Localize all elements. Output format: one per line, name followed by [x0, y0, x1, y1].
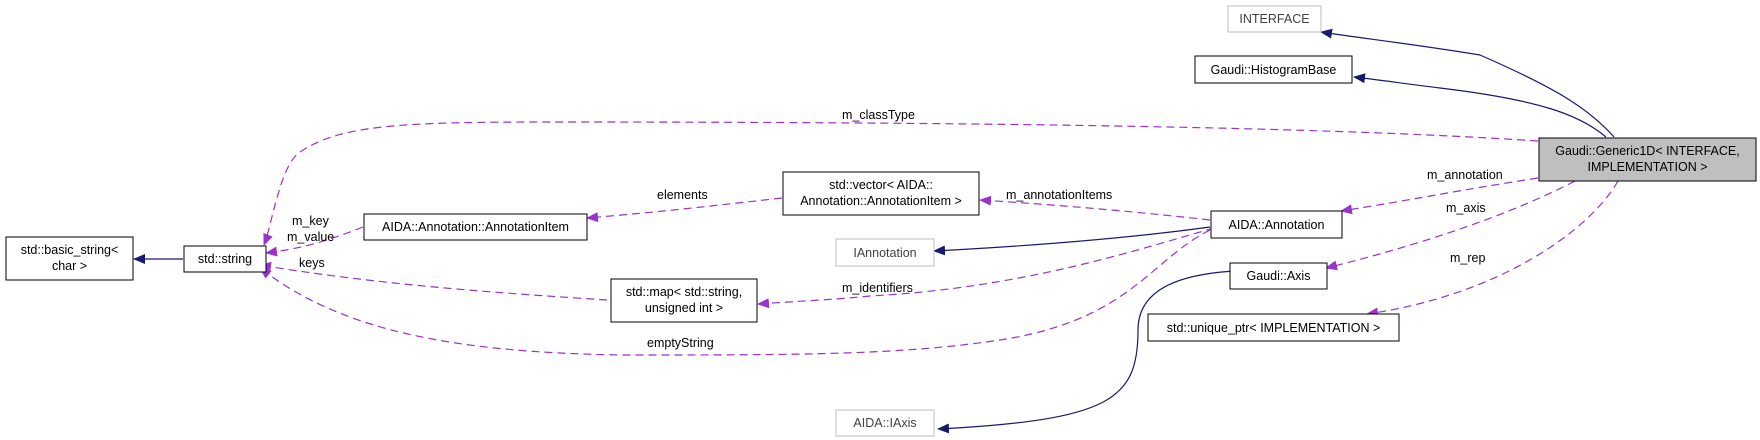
- edge-elements: [586, 197, 783, 223]
- node-histogram-base[interactable]: Gaudi::HistogramBase: [1194, 55, 1353, 84]
- label-m-annotation: m_annotation: [1427, 168, 1503, 182]
- node-annotation-label: AIDA::Annotation: [1229, 218, 1325, 232]
- edge-annotationitems: [979, 195, 1211, 221]
- node-basic-string-line1: std::basic_string<: [21, 243, 119, 257]
- node-unique-ptr[interactable]: std::unique_ptr< IMPLEMENTATION >: [1147, 313, 1400, 342]
- label-emptystring: emptyString: [647, 336, 714, 350]
- edge-emptystring: [259, 229, 1211, 356]
- node-map[interactable]: std::map< std::string, unsigned int >: [610, 278, 758, 323]
- label-m-rep: m_rep: [1450, 251, 1485, 265]
- label-m-axis: m_axis: [1446, 201, 1486, 215]
- node-interface[interactable]: INTERFACE: [1227, 5, 1322, 33]
- node-gaudi-axis-label: Gaudi::Axis: [1247, 269, 1311, 283]
- node-map-line2: unsigned int >: [645, 301, 723, 315]
- node-iannotation-label: IAnnotation: [853, 246, 916, 260]
- label-m-classtype: m_classType: [842, 108, 915, 122]
- edge-identifiers: [757, 227, 1215, 309]
- node-generic1d[interactable]: Gaudi::Generic1D< INTERFACE, IMPLEMENTAT…: [1538, 137, 1757, 182]
- node-std-string[interactable]: std::string: [183, 245, 267, 273]
- label-m-value: m_value: [287, 230, 334, 244]
- edge-classtype: [263, 121, 1539, 246]
- label-elements: elements: [657, 188, 708, 202]
- label-m-key: m_key: [292, 214, 330, 228]
- node-std-string-label: std::string: [198, 252, 252, 266]
- node-unique-ptr-label: std::unique_ptr< IMPLEMENTATION >: [1167, 321, 1381, 335]
- node-annotation-item-label: AIDA::Annotation::AnnotationItem: [382, 220, 569, 234]
- edge-gaudiaxis-to-iaxis: [937, 270, 1237, 434]
- node-vector[interactable]: std::vector< AIDA:: Annotation::Annotati…: [782, 171, 980, 216]
- edge-axis: [1325, 180, 1576, 271]
- edge-rep: [1366, 180, 1619, 318]
- node-basic-string[interactable]: std::basic_string< char >: [5, 236, 134, 281]
- edge-annotation-to-iannotation: [933, 226, 1211, 256]
- edge-generic1d-to-histogrambase: [1353, 73, 1607, 138]
- node-basic-string-line2: char >: [52, 259, 87, 273]
- node-iannotation[interactable]: IAnnotation: [835, 238, 935, 267]
- usage-edges: [259, 121, 1619, 356]
- label-m-annotationitems: m_annotationItems: [1006, 188, 1112, 202]
- node-interface-label: INTERFACE: [1239, 12, 1309, 26]
- node-vector-line2: Annotation::AnnotationItem >: [800, 194, 962, 208]
- node-generic1d-line2: IMPLEMENTATION >: [1587, 160, 1707, 174]
- edge-keys: [259, 261, 608, 301]
- label-m-identifiers: m_identifiers: [842, 281, 913, 295]
- edge-labels: m_classType m_annotation m_axis m_rep el…: [287, 108, 1503, 350]
- node-annotation-item[interactable]: AIDA::Annotation::AnnotationItem: [363, 213, 588, 241]
- node-aida-iaxis-label: AIDA::IAxis: [853, 416, 916, 430]
- node-aida-iaxis[interactable]: AIDA::IAxis: [835, 409, 935, 437]
- edge-annotation: [1340, 177, 1539, 215]
- node-histogram-base-label: Gaudi::HistogramBase: [1211, 63, 1337, 77]
- node-gaudi-axis[interactable]: Gaudi::Axis: [1229, 262, 1328, 290]
- node-vector-line1: std::vector< AIDA::: [829, 178, 933, 192]
- inheritance-edges: [133, 28, 1615, 434]
- edge-generic1d-to-interface: [1320, 28, 1615, 138]
- node-generic1d-line1: Gaudi::Generic1D< INTERFACE,: [1555, 144, 1739, 158]
- label-keys: keys: [299, 256, 325, 270]
- node-map-line1: std::map< std::string,: [626, 285, 742, 299]
- node-annotation[interactable]: AIDA::Annotation: [1210, 210, 1343, 239]
